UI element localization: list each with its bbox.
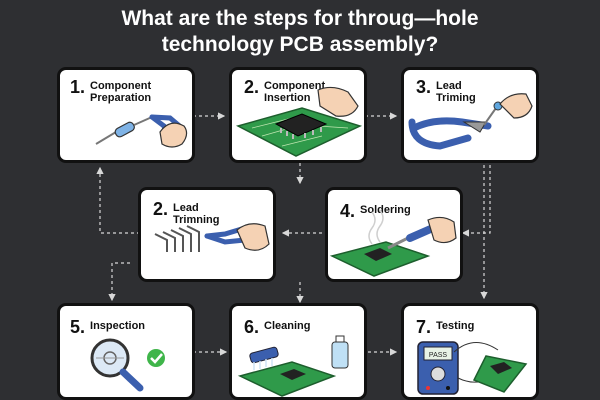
step-card-component-preparation: 1. Component Preparation [57,67,195,163]
resistor-pliers-icon [60,70,192,160]
brush-pcb-icon [232,306,364,397]
step-card-cleaning: 6. Cleaning [229,303,367,400]
meter-readout: PASS [429,352,447,359]
step-card-lead-triming: 3. Lead Triming [401,67,539,163]
arrow-2b-to-1 [100,168,140,233]
magnifier-check-icon [60,306,192,397]
step-card-inspection: 5. Inspection [57,303,195,400]
lead-cutter-icon [141,190,273,279]
arrow-3-to-4 [463,165,490,233]
arrow-2b-to-5 [112,263,130,300]
step-card-testing: 7. Testing PASS [401,303,539,400]
step-card-lead-trimning: 2. Lead Trimning [138,187,276,282]
soldering-iron-icon [328,190,460,279]
step-card-soldering: 4. Soldering [325,187,463,282]
multimeter-icon: PASS [404,306,536,397]
wire-cutter-icon [404,70,536,160]
step-card-component-insertion: 2. Component Insertion [229,67,367,163]
chip-on-pcb-icon [232,70,364,160]
